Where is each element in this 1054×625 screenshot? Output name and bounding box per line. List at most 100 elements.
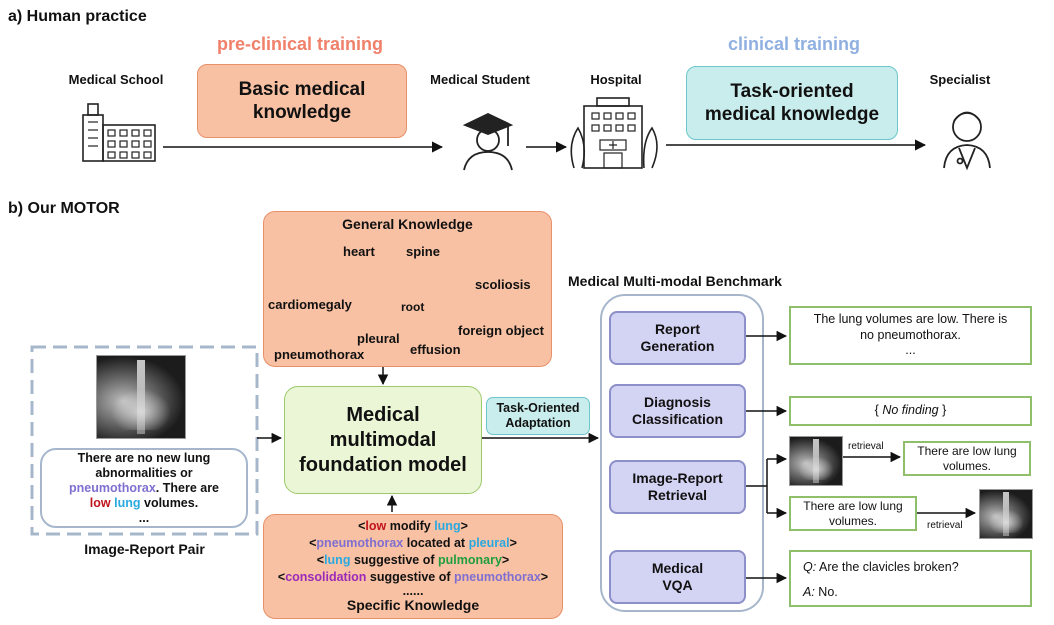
sk-line-2: <pneumothorax located at pleural>	[309, 536, 517, 550]
out-irr1-line-1: There are low lung	[917, 443, 1017, 458]
general-knowledge-box	[263, 211, 552, 367]
report-volumes: volumes.	[144, 496, 199, 510]
vqa-question: Q: Are the clavicles broken?	[803, 560, 1018, 576]
task-dc-line-2: Classification	[631, 411, 724, 427]
task-oriented-knowledge-box: Task-oriented medical knowledge	[686, 66, 898, 140]
task-rg-line-1: Report	[654, 321, 701, 338]
report-lung: lung	[114, 496, 141, 510]
report-there-are: . There are	[155, 481, 220, 495]
sk2-b: pleural	[468, 536, 510, 550]
basic-medical-knowledge-box: Basic medical knowledge	[197, 64, 407, 138]
out-rg-line-1: The lung volumes are low. There is	[813, 312, 1008, 327]
basic-box-line-1: Basic medical	[238, 79, 366, 100]
sk3-rel: suggestive of	[353, 553, 435, 567]
node-foreign-object: foreign object	[458, 323, 544, 338]
node-root: root	[401, 300, 425, 314]
report-line-2: abnormalities or	[95, 466, 193, 480]
node-cardiomegaly: cardiomegaly	[268, 297, 352, 312]
out-irr2-line-2: volumes.	[828, 513, 877, 528]
retrieval-label-1: retrieval	[848, 441, 884, 452]
adaptation-line-1: Task-Oriented	[496, 401, 580, 415]
task-box-line-1: Task-oriented	[730, 81, 854, 102]
node-pleural: pleural	[357, 331, 400, 346]
out-irr1-line-2: volumes.	[942, 458, 991, 473]
out-dc-open: {	[874, 403, 879, 418]
foundation-line-3: foundation model	[299, 453, 467, 476]
adaptation-line-2: Adaptation	[505, 416, 571, 430]
general-knowledge-title: General Knowledge	[342, 216, 473, 232]
out-dc-text: No finding	[882, 403, 939, 418]
out-rg-line-2: no pneumothorax.	[860, 327, 961, 342]
vqa-q-text: Are the clavicles broken?	[819, 560, 959, 574]
foundation-line-2: multimodal	[329, 428, 437, 451]
out-rg-line-3: ...	[905, 343, 916, 358]
sk4-b: pneumothorax	[453, 570, 541, 584]
report-line-4: low lung volumes.	[40, 496, 248, 511]
task-box-line-2: medical knowledge	[704, 104, 880, 125]
sk-ellipsis: ......	[402, 584, 424, 598]
out-dc-close: }	[942, 403, 947, 418]
report-low: low	[89, 496, 111, 510]
sk3-a: lung	[324, 553, 351, 567]
output-diagnosis: { No finding }	[789, 396, 1032, 426]
benchmark-title: Medical Multi-modal Benchmark	[568, 273, 782, 289]
medical-school-label: Medical School	[68, 72, 164, 87]
task-vqa-line-1: Medical	[651, 560, 704, 577]
node-scoliosis: scoliosis	[475, 277, 531, 292]
sk-line-3: <lung suggestive of pulmonary>	[316, 553, 510, 567]
node-heart: heart	[343, 244, 375, 259]
medical-student-label: Medical Student	[430, 72, 530, 87]
retrieval-result-xray	[979, 489, 1033, 539]
node-pneumothorax: pneumothorax	[274, 347, 365, 362]
hospital-label: Hospital	[590, 72, 642, 87]
task-dc-line-1: Diagnosis	[644, 394, 711, 411]
sk1-rel: modify	[389, 519, 431, 533]
task-vqa-line-2: VQA	[662, 577, 693, 593]
output-vqa: Q: Are the clavicles broken? A: No.	[789, 550, 1032, 607]
section-b-title: b) Our MOTOR	[8, 200, 120, 217]
sk2-a: pneumothorax	[316, 536, 404, 550]
task-adaptation-box: Task-Oriented Adaptation	[486, 397, 590, 435]
out-irr2-line-1: There are low lung	[803, 498, 903, 513]
report-ellipsis: ...	[138, 511, 150, 525]
preclinical-label: pre-clinical training	[216, 34, 384, 54]
specialist-label: Specialist	[929, 72, 991, 87]
sk1-a: low	[365, 519, 387, 533]
sk-line-4: <consolidation suggestive of pneumothora…	[277, 570, 549, 584]
image-report-pair-caption: Image-Report Pair	[84, 541, 205, 557]
retrieval-query-xray	[789, 436, 843, 486]
task-irr-line-1: Image-Report	[632, 470, 723, 487]
graduate-student-icon	[462, 113, 514, 171]
clinical-label: clinical training	[727, 34, 861, 54]
node-spine: spine	[406, 244, 440, 259]
sk2-rel: located at	[406, 536, 466, 550]
sk4-a: consolidation	[285, 570, 367, 584]
retrieval-label-2: retrieval	[927, 520, 963, 531]
report-line-3: pneumothorax. There are	[40, 481, 248, 496]
hospital-icon	[570, 97, 658, 169]
sk3-b: pulmonary	[438, 553, 502, 567]
doctor-icon	[943, 111, 991, 171]
report-text-box	[40, 448, 248, 528]
vqa-a-prefix: A:	[803, 584, 815, 599]
task-rg-line-2: Generation	[640, 338, 715, 354]
specific-knowledge-title: Specific Knowledge	[346, 597, 480, 613]
section-a-title: a) Human practice	[8, 8, 147, 25]
basic-box-line-2: knowledge	[252, 102, 352, 123]
task-irr-line-2: Retrieval	[647, 487, 708, 503]
node-effusion: effusion	[410, 342, 461, 357]
vqa-answer: A: No.	[803, 585, 1018, 601]
chest-xray-image	[96, 355, 186, 439]
sk-line-1: <low modify lung>	[358, 519, 468, 533]
sk1-b: lung	[434, 519, 461, 533]
foundation-line-1: Medical	[346, 403, 420, 426]
report-pneumothorax: pneumothorax	[68, 481, 156, 495]
vqa-a-text: No.	[818, 584, 838, 599]
